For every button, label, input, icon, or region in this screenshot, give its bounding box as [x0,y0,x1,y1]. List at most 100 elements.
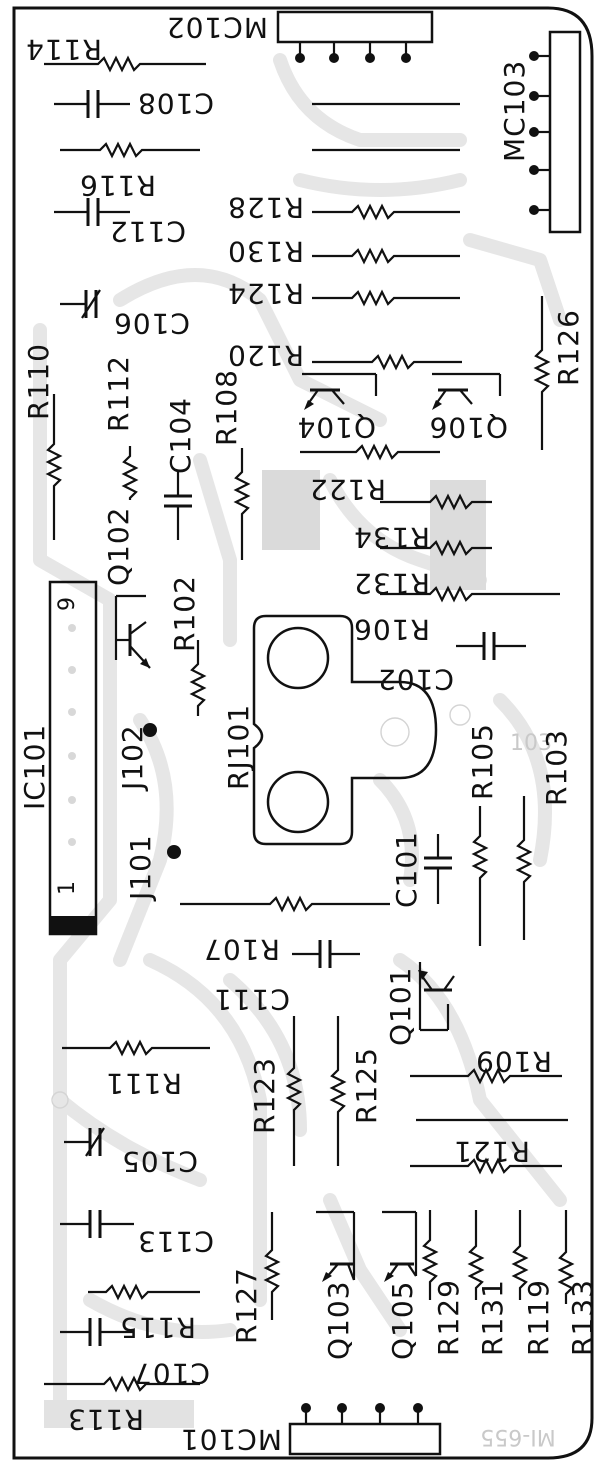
resistor-r121: R121 [410,1118,568,1175]
r103-label: R103 [540,729,573,806]
resistor-r130: R130 [227,235,460,268]
capacitor-c111: C111 [213,940,360,1016]
jumper-wires [312,102,460,152]
r120-label: R120 [227,339,304,372]
jack-j101: J101 [124,834,181,902]
mc102-label: MC102 [166,11,268,44]
resistor-r120: R120 [227,339,462,372]
resistor-r107: R107 [180,895,390,966]
c112-label: C112 [109,215,186,248]
r133-label: R133 [566,1279,598,1356]
q105-label: Q105 [386,1281,419,1360]
r111-label: R111 [105,1067,182,1100]
connector-mc102: MC102 [166,10,434,63]
r106-label: R106 [353,613,430,646]
resistor-r133: R133 [557,1210,598,1356]
faint-ref-label: 103 [510,731,552,756]
resistor-r124: R124 [227,277,460,310]
q102-label: Q102 [102,507,135,586]
r128-label: R128 [227,191,304,224]
r113-label: R113 [67,1403,144,1436]
r122-label: R122 [309,473,386,506]
mc101-label: MC101 [180,1423,282,1456]
copper-pad-area [430,480,486,590]
r108-label: R108 [210,369,243,446]
resistor-r123: R123 [248,1016,303,1166]
capacitor-c113: C113 [60,1210,214,1258]
transistor-q102: Q102 [102,507,151,669]
r126-label: R126 [552,309,585,386]
r119-label: R119 [522,1279,555,1356]
resistor-r131: R131 [467,1210,509,1356]
connector-mc101: MC101 [180,1403,442,1456]
r112-label: R112 [102,355,135,432]
resistor-r105: R105 [466,723,499,946]
capacitor-c112: C112 [54,198,186,248]
ic101-pin9-label: 9 [55,597,80,611]
c101-label: C101 [390,831,423,908]
c113-label: C113 [137,1225,214,1258]
resistor-r122: R122 [300,443,440,506]
resistor-r126: R126 [533,296,585,450]
resistor-r108: R108 [210,369,251,560]
resistor-r103: R103 [515,729,573,940]
r110-label: R110 [22,343,55,420]
c108-label: C108 [137,87,214,120]
j101-label: J101 [124,834,157,902]
copper-pad-area [262,470,320,550]
resistor-r102: R102 [168,575,207,716]
jack-j102: J102 [116,723,157,792]
r125-label: R125 [350,1047,383,1124]
resistor-r112: R112 [102,355,139,500]
q101-label: Q101 [384,967,417,1046]
r124-label: R124 [227,277,304,310]
r109-label: R109 [475,1045,552,1078]
transistor-q104: Q104 [297,372,378,444]
resistor-r129: R129 [421,1210,465,1356]
resistor-r114: R114 [25,33,206,73]
ic101-label: IC101 [18,724,51,810]
r105-label: R105 [466,723,499,800]
resistor-r128: R128 [227,191,460,224]
capacitor-c107: C107 [60,1318,210,1390]
r121-label: R121 [453,1135,530,1168]
r116-label: R116 [79,169,156,202]
resistor-r127: R127 [230,1212,281,1344]
transistor-q106: Q106 [429,372,508,444]
r102-label: R102 [168,575,201,652]
r107-label: R107 [203,933,280,966]
copper-traces [33,53,567,1428]
resistor-r119: R119 [511,1210,555,1356]
r131-label: R131 [476,1279,509,1356]
r129-label: R129 [432,1279,465,1356]
j102-label: J102 [116,724,149,792]
transistor-q101: Q101 [384,962,455,1046]
c111-label: C111 [213,983,290,1016]
c105-label: C105 [121,1145,198,1178]
resistor-r116: R116 [60,141,200,202]
jack-rj101: RJ101 [222,614,438,846]
r127-label: R127 [230,1267,263,1344]
q103-label: Q103 [322,1281,355,1360]
c107-label: C107 [133,1357,210,1390]
rj101-label: RJ101 [222,704,255,790]
capacitor-c102: C102 [377,632,526,696]
ic101-package: 9 1 IC101 [18,580,98,936]
capacitor-c101: C101 [390,831,452,908]
capacitor-c104: C104 [164,397,197,540]
resistor-r125: R125 [329,1016,383,1166]
q104-label: Q104 [297,411,376,444]
r115-label: R115 [119,1311,196,1344]
resistor-r115: R115 [88,1283,200,1344]
transistor-q103: Q103 [316,1210,356,1360]
copper-pad-area [44,1400,194,1428]
r130-label: R130 [227,235,304,268]
c102-label: C102 [377,663,454,696]
resistor-r113: R113 [44,1375,200,1436]
transistor-q105: Q105 [382,1210,419,1360]
resistor-r106: R106 [353,585,560,646]
q106-label: Q106 [429,411,508,444]
board-outline [12,6,594,1460]
resistor-r109: R109 [410,1045,562,1085]
